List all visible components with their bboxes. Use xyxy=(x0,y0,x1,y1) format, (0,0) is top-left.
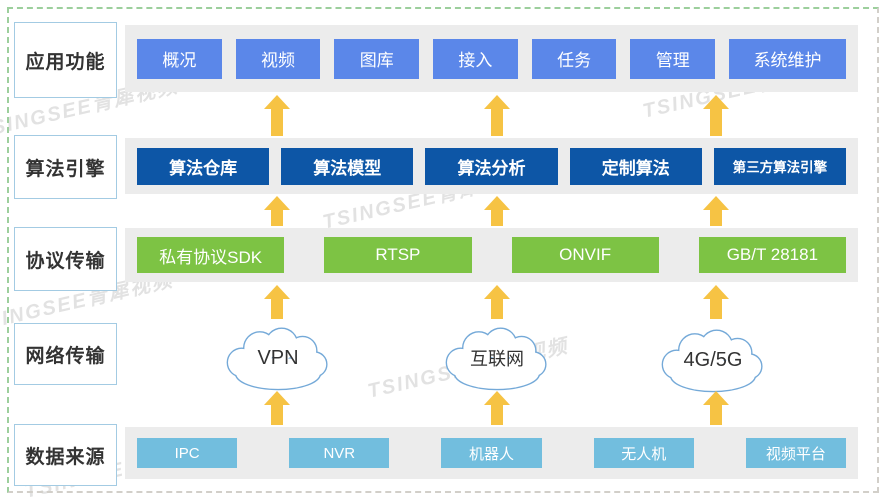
node-drone: 无人机 xyxy=(593,438,694,468)
app-functions-row: 概况 视频 图库 接入 任务 管理 系统维护 xyxy=(125,25,858,92)
node-private-sdk: 私有协议SDK xyxy=(137,237,285,273)
up-arrow-icon xyxy=(264,95,290,136)
layer-label-app-functions: 应用功能 xyxy=(14,22,117,98)
node-algo-analysis: 算法分析 xyxy=(425,147,558,185)
up-arrow-icon xyxy=(264,391,290,425)
node-ipc: IPC xyxy=(137,438,238,468)
up-arrow-icon xyxy=(484,285,510,319)
cloud-vpn-label: VPN xyxy=(257,346,299,369)
algorithm-engine-row: 算法仓库 算法模型 算法分析 定制算法 第三方算法引擎 xyxy=(125,138,858,194)
layer-label-algorithm-engine: 算法引擎 xyxy=(14,135,117,199)
node-algo-model: 算法模型 xyxy=(281,147,414,185)
up-arrow-icon xyxy=(484,196,510,226)
node-video: 视频 xyxy=(235,38,321,79)
cloud-vpn: VPN xyxy=(218,322,338,394)
node-third-party-algo-engine: 第三方算法引擎 xyxy=(713,147,847,185)
node-task: 任务 xyxy=(531,38,617,79)
cloud-internet: 互联网 xyxy=(437,322,557,394)
node-video-platform: 视频平台 xyxy=(745,438,847,468)
node-onvif: ONVIF xyxy=(511,237,659,273)
cloud-4g-5g-label: 4G/5G xyxy=(683,348,743,371)
cloud-icon xyxy=(226,327,328,391)
up-arrow-icon xyxy=(703,391,729,425)
node-custom-algo: 定制算法 xyxy=(569,147,702,185)
cloud-icon xyxy=(661,329,763,393)
data-sources-row: IPC NVR 机器人 无人机 视频平台 xyxy=(125,427,858,479)
node-algo-warehouse: 算法仓库 xyxy=(137,147,270,185)
protocol-transport-row: 私有协议SDK RTSP ONVIF GB/T 28181 xyxy=(125,228,858,282)
layer-label-protocol-transport: 协议传输 xyxy=(14,227,117,291)
up-arrow-icon xyxy=(264,285,290,319)
node-gbt-28181: GB/T 28181 xyxy=(698,237,846,273)
node-robot: 机器人 xyxy=(441,438,542,468)
node-system-maintenance: 系统维护 xyxy=(729,38,846,79)
up-arrow-icon xyxy=(703,285,729,319)
up-arrow-icon xyxy=(703,95,729,136)
node-gallery: 图库 xyxy=(334,38,420,79)
node-access: 接入 xyxy=(433,38,518,79)
node-overview: 概况 xyxy=(137,38,222,79)
cloud-internet-label: 互联网 xyxy=(470,349,524,369)
up-arrow-icon xyxy=(484,95,510,136)
node-management: 管理 xyxy=(630,38,716,79)
up-arrow-icon xyxy=(484,391,510,425)
cloud-icon xyxy=(445,327,547,391)
layer-label-network-transport: 网络传输 xyxy=(14,323,117,385)
layer-label-data-sources: 数据来源 xyxy=(14,424,117,486)
node-rtsp: RTSP xyxy=(324,237,472,273)
node-nvr: NVR xyxy=(289,438,390,468)
cloud-4g-5g: 4G/5G xyxy=(653,324,773,396)
up-arrow-icon xyxy=(264,196,290,226)
up-arrow-icon xyxy=(703,196,729,226)
